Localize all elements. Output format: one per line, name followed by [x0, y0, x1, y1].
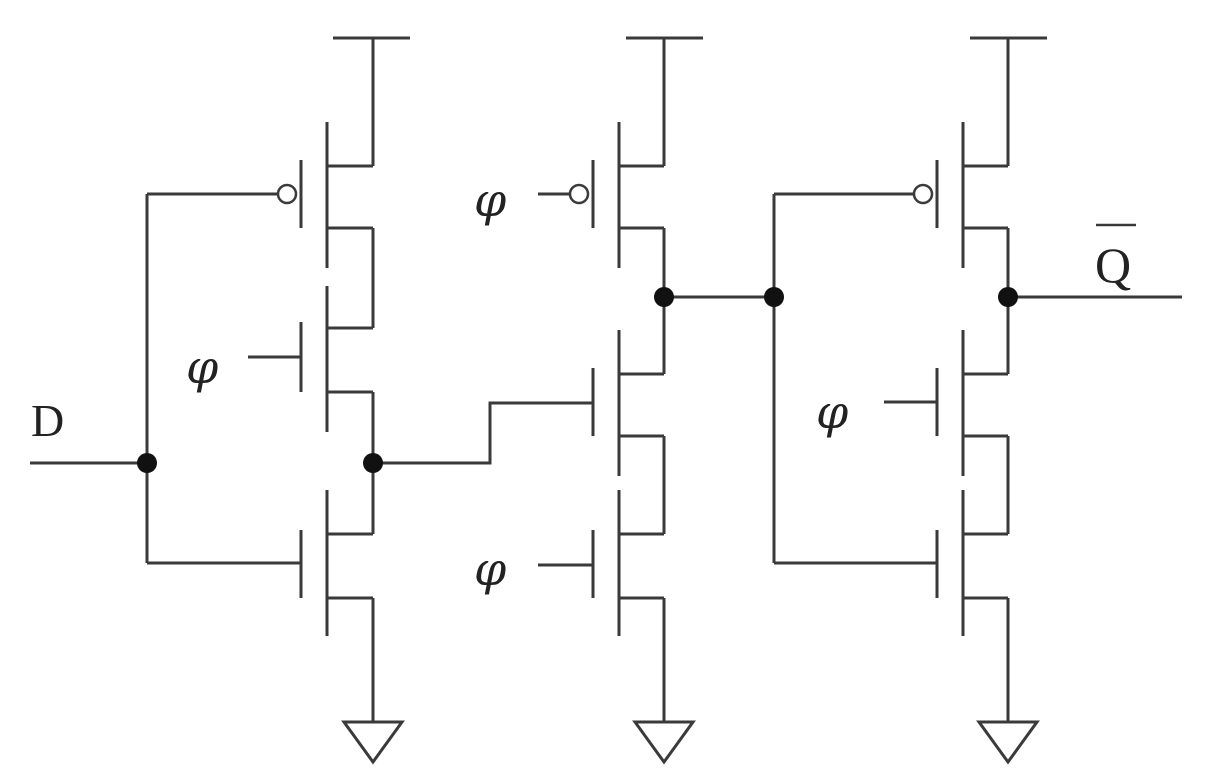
clock-label-stage-1: φ	[186, 340, 219, 394]
stage-1-ground-icon	[341, 720, 405, 765]
output-q-net	[998, 287, 1182, 307]
stage-2-nmos-phi	[538, 490, 664, 636]
stage-2-output-net	[654, 192, 937, 565]
inversion-bubble	[568, 183, 590, 205]
stage-1-pmos-d	[276, 122, 373, 268]
stage-2-nmos-data	[591, 330, 664, 476]
stage-1-output-net	[363, 401, 593, 473]
output-qbar-label: Q	[1095, 237, 1131, 293]
stage-1-nmos-phi	[248, 286, 373, 432]
stage-1-nmos-d	[299, 490, 373, 636]
junction-dot	[998, 287, 1018, 307]
junction-dot	[654, 287, 674, 307]
stage-3-ground-icon	[976, 720, 1040, 765]
stage-3-pmos	[912, 122, 1008, 268]
clock-label-stage-2-top: φ	[474, 173, 507, 227]
input-d-label: D	[31, 395, 64, 446]
stage-2-pmos-phi	[538, 122, 664, 268]
stage-2-ground-icon	[632, 720, 696, 765]
stage-2	[538, 36, 703, 765]
clock-label-stage-2-bottom: φ	[474, 542, 507, 596]
junction-dot	[764, 287, 784, 307]
input-d-net	[30, 192, 301, 565]
junction-dot	[137, 453, 157, 473]
stage-3-nmos-phi	[884, 330, 1008, 476]
inversion-bubble	[276, 183, 298, 205]
stage-3-nmos-data	[935, 490, 1008, 636]
clock-label-stage-3: φ	[816, 385, 849, 439]
inversion-bubble	[912, 183, 934, 205]
junction-dot	[363, 453, 383, 473]
stage-1	[248, 36, 410, 765]
stage-3	[884, 36, 1047, 765]
